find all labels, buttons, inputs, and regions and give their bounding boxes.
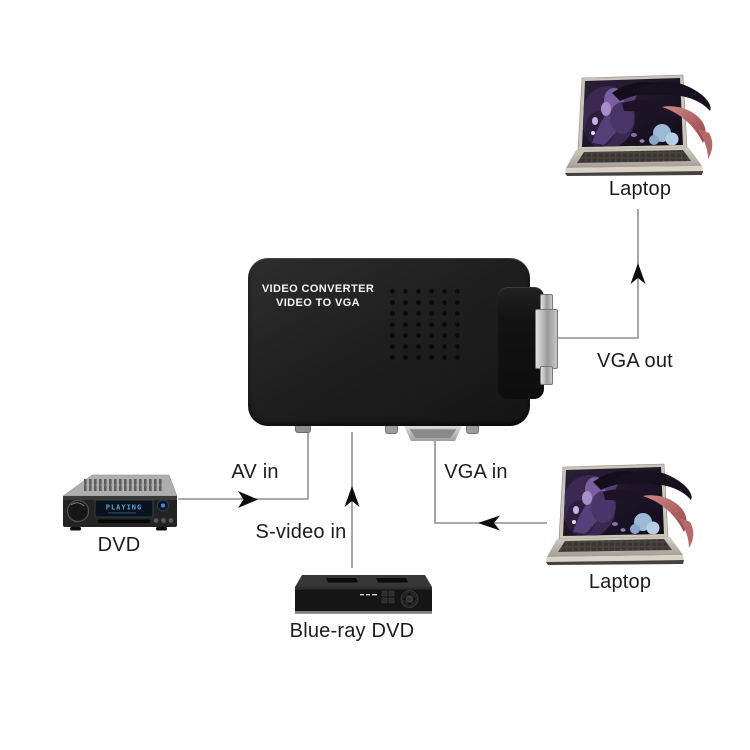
vga-in-screw-left: [385, 426, 398, 434]
vent-holes: [386, 286, 464, 362]
vga-out-connector: [535, 309, 558, 369]
av-in-jack: [295, 426, 311, 433]
vga-out-arrow-icon: [630, 263, 646, 284]
vga-in-screw-right: [466, 426, 479, 434]
vga-in-arrow-icon: [478, 515, 500, 531]
label-laptop-bottom: Laptop: [588, 571, 652, 593]
label-laptop-top: Laptop: [608, 178, 672, 200]
label-vga-out: VGA out: [597, 350, 673, 372]
bluray-player-image: [286, 571, 438, 617]
converter-title: VIDEO CONVERTER VIDEO TO VGA: [256, 282, 380, 310]
vga-out-screw-bottom: [540, 366, 553, 385]
dvd-display-text: PLAYING: [106, 504, 143, 512]
vga-in-port-inner: [409, 429, 457, 438]
converter-title-line2: VIDEO TO VGA: [275, 297, 361, 309]
label-dvd: DVD: [97, 534, 141, 556]
converter-title-line1: VIDEO CONVERTER: [261, 283, 375, 295]
vga-out-line: [557, 209, 639, 339]
label-bluray: Blue-ray DVD: [289, 620, 415, 642]
dvd-player-image: PLAYING: [58, 472, 182, 532]
label-s-video-in: S-video in: [255, 521, 347, 543]
laptop-top-image: [562, 73, 717, 178]
vga-in-port: [404, 426, 462, 441]
label-vga-in: VGA in: [444, 461, 508, 483]
av-in-arrow-icon: [238, 491, 258, 508]
label-av-in: AV in: [231, 461, 279, 483]
s-video-in-arrow-icon: [344, 486, 360, 507]
laptop-bottom-image: [543, 462, 698, 567]
